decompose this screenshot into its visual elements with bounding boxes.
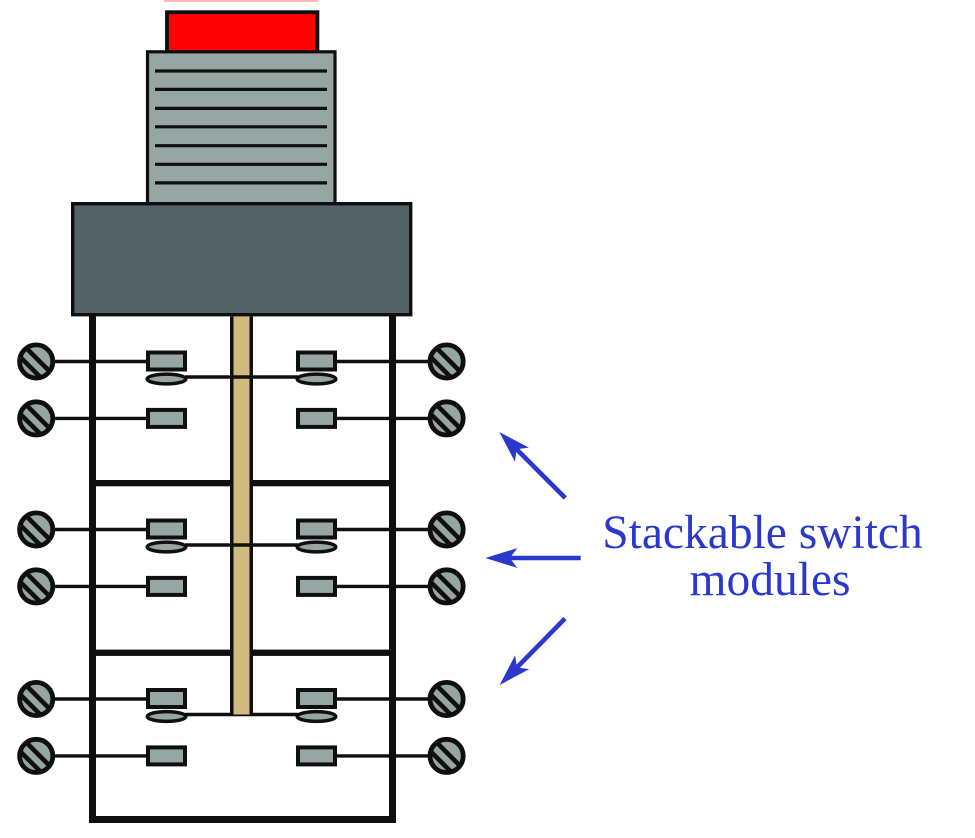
svg-text:modules: modules <box>690 554 851 606</box>
svg-text:Stackable switch: Stackable switch <box>602 507 923 559</box>
